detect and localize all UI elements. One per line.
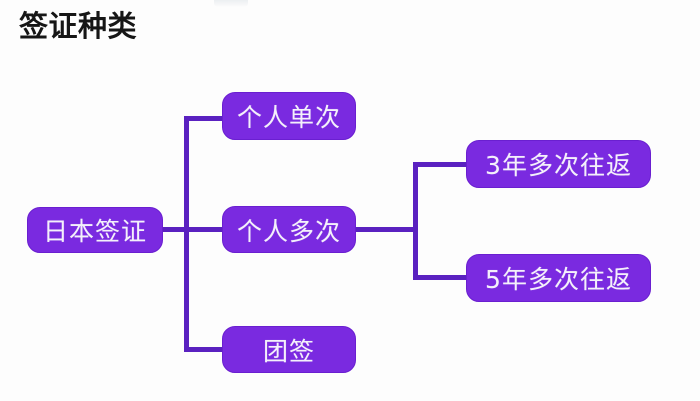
node-group-visa[interactable]: 团签 — [222, 326, 356, 373]
node-personal-multi[interactable]: 个人多次 — [222, 206, 356, 253]
node-root-japan-visa[interactable]: 日本签证 — [27, 207, 163, 253]
node-three-year-multi[interactable]: 3年多次往返 — [466, 140, 651, 188]
connector-trunk-vertical — [184, 116, 189, 352]
connector-personal-multi-to-subtrunk — [354, 227, 416, 232]
connector-trunk-to-personal-single — [184, 116, 224, 121]
node-five-year-multi[interactable]: 5年多次往返 — [466, 254, 651, 302]
node-personal-single[interactable]: 个人单次 — [222, 92, 356, 140]
image-artifact — [214, 0, 248, 7]
connector-trunk-to-personal-multi — [184, 227, 224, 232]
connector-root-to-trunk — [161, 227, 189, 232]
connector-subtrunk-to-three-year — [413, 162, 468, 167]
connector-trunk-to-group-visa — [184, 347, 224, 352]
connector-subtrunk-to-five-year — [413, 275, 468, 280]
page-title: 签证种类 — [19, 9, 138, 43]
connector-subtrunk-vertical — [413, 162, 418, 280]
